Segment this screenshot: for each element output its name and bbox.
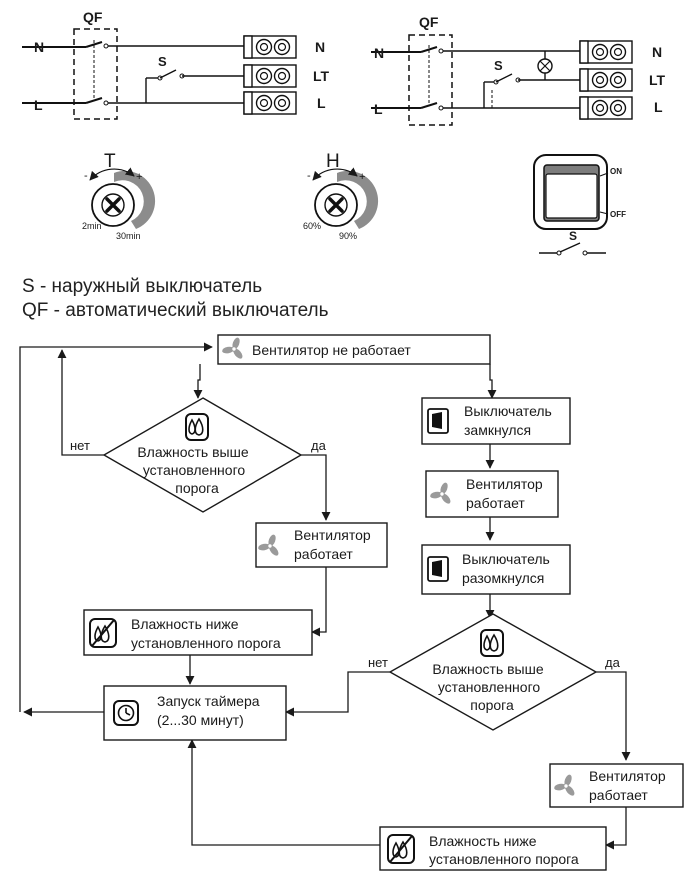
node-fan-on-left-text-1: Вентилятор [294, 527, 371, 543]
node-humidity-low-left-text-2: установленного порога [131, 635, 281, 651]
switch-s-label: S [569, 229, 577, 243]
terminal-l-2 [579, 96, 633, 120]
output-l-label-2: L [654, 99, 663, 115]
node-fan-on-right-text-1: Вентилятор [466, 476, 543, 492]
branch-yes-right: да [605, 655, 621, 670]
branch-no-left: нет [70, 438, 90, 453]
branch-no-right: нет [368, 655, 388, 670]
node-fan-off [217, 334, 491, 365]
legend-s: S - наружный выключатель [22, 276, 263, 297]
node-humidity-low-left-text-1: Влажность ниже [131, 616, 239, 632]
s-label-1: S [158, 54, 167, 69]
input-n-label-1: N [34, 39, 44, 55]
decision-right-text-1: Влажность выше [432, 661, 544, 677]
node-switch-closed [421, 397, 571, 445]
node-switch-opened [421, 544, 571, 595]
node-switch-closed-text-2: замкнулся [464, 422, 531, 438]
terminal-n-2 [579, 40, 633, 64]
node-humidity-low-right [379, 826, 607, 871]
qf-label-1: QF [83, 9, 103, 25]
node-fan-on-right-text-2: работает [466, 495, 525, 511]
decision-humidity-right [388, 613, 598, 731]
input-l-label-1: L [34, 97, 43, 113]
node-fan-on-bottom-right [549, 763, 684, 808]
s-label-2: S [494, 58, 503, 73]
terminal-n-1 [243, 35, 297, 59]
decision-right-text-2: установленного [438, 679, 541, 695]
wall-switch [533, 154, 609, 230]
timer-knob [89, 167, 156, 229]
node-humidity-low-right-text-2: установленного порога [429, 851, 579, 867]
timer-knob-min: 2min [82, 221, 102, 231]
wiring-diagram-1 [22, 28, 248, 120]
node-timer-text-1: Запуск таймера [157, 693, 260, 709]
output-n-label-2: N [652, 44, 662, 60]
terminal-l-1 [243, 91, 297, 115]
flow-connectors [19, 342, 631, 850]
node-fan-on-br-text-1: Вентилятор [589, 768, 666, 784]
node-fan-on-left-text-2: работает [294, 546, 353, 562]
node-humidity-low-left [83, 609, 313, 656]
node-fan-off-text: Вентилятор не работает [252, 342, 411, 358]
timer-knob-plus: + [136, 171, 142, 183]
node-timer-text-2: (2...30 минут) [157, 712, 244, 728]
branch-yes-left: да [311, 438, 327, 453]
decision-left-text-2: установленного [143, 462, 246, 478]
terminal-lt-1 [243, 64, 297, 88]
switch-symbol [539, 242, 606, 256]
humidity-knob-min: 60% [303, 221, 321, 231]
node-switch-opened-text-1: Выключатель [462, 551, 550, 567]
input-n-label-2: N [374, 45, 384, 61]
decision-humidity-left [102, 397, 303, 513]
input-l-label-2: L [374, 101, 383, 117]
humidity-knob-minus: - [307, 170, 311, 182]
node-fan-on-br-text-2: работает [589, 787, 648, 803]
output-lt-label-1: LT [313, 68, 330, 84]
node-switch-opened-text-2: разомкнулся [462, 570, 544, 586]
decision-left-text-1: Влажность выше [137, 444, 249, 460]
switch-on-label: ON [610, 167, 622, 176]
humidity-knob-max: 90% [339, 231, 357, 241]
timer-knob-minus: - [84, 170, 88, 182]
legend-qf: QF - автоматический выключатель [22, 300, 329, 321]
qf-label-2: QF [419, 14, 439, 30]
node-fan-on-left [255, 522, 388, 568]
decision-right-text-3: порога [470, 697, 514, 713]
humidity-knob [312, 167, 379, 229]
output-n-label-1: N [315, 39, 325, 55]
wiring-diagram-2 [371, 34, 584, 126]
timer-knob-letter: T [104, 151, 116, 172]
decision-left-text-3: порога [175, 480, 219, 496]
humidity-knob-plus: + [359, 171, 365, 183]
node-timer-start [103, 685, 287, 741]
timer-knob-max: 30min [116, 231, 141, 241]
terminal-lt-2 [579, 68, 633, 92]
node-humidity-low-right-text-1: Влажность ниже [429, 833, 537, 849]
humidity-knob-letter: H [326, 151, 340, 172]
output-l-label-1: L [317, 95, 326, 111]
node-fan-on-right [425, 470, 559, 518]
switch-off-label: OFF [610, 210, 626, 219]
node-switch-closed-text-1: Выключатель [464, 403, 552, 419]
output-lt-label-2: LT [649, 72, 666, 88]
